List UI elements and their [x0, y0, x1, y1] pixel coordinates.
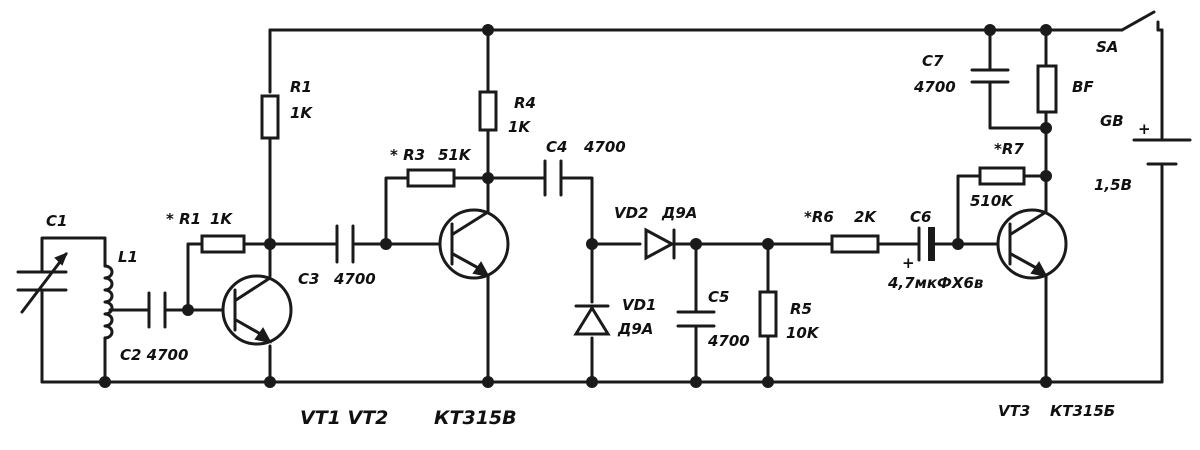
label-c2: C2 4700	[120, 346, 188, 364]
label-vt3: VT3	[998, 402, 1030, 420]
resistor-r5	[758, 290, 778, 338]
label-vd1: VD1	[622, 296, 657, 314]
capacitor-c4	[543, 159, 563, 197]
label-vt1-vt2: VT1 VT2	[300, 407, 388, 429]
label-vt3-type: КТ315Б	[1050, 402, 1115, 420]
diode-vd1	[573, 304, 611, 336]
label-r4: R4	[514, 94, 536, 112]
label-c5-value: 4700	[707, 332, 750, 350]
transistor-vt1	[221, 274, 293, 346]
label-r5: R5	[790, 300, 812, 318]
label-r6: *R6	[804, 208, 834, 226]
diode-vd2	[644, 227, 676, 261]
label-c1: C1	[46, 212, 67, 230]
transistor-vt2	[438, 208, 510, 280]
label-r7: *R7	[994, 140, 1024, 158]
label-vd1-type: Д9А	[617, 320, 653, 338]
component-labels: C1 L1 C2 4700 * R1 1K R1 1K C3 4700 * R3…	[46, 38, 1151, 429]
label-c7: C7	[922, 52, 944, 70]
earphone-bf	[1036, 64, 1058, 114]
label-r7-value: 510K	[970, 192, 1014, 210]
transistor-vt3	[996, 208, 1068, 280]
label-c6: C6	[910, 208, 931, 226]
electrolytic-capacitor-c6	[917, 226, 935, 262]
label-gb: GB	[1100, 112, 1124, 130]
label-l1: L1	[118, 248, 138, 266]
resistor-r4	[478, 90, 498, 132]
label-c5: C5	[708, 288, 729, 306]
label-c3: C3	[298, 270, 319, 288]
junction-dots	[99, 24, 1052, 388]
label-gb-plus: +	[1138, 120, 1151, 138]
resistor-r7	[978, 166, 1026, 186]
label-gb-value: 1,5В	[1094, 176, 1132, 194]
label-c4: C4	[546, 138, 567, 156]
label-r1-base-value: 1K	[210, 210, 233, 228]
label-c7-value: 4700	[913, 78, 956, 96]
label-sa: SA	[1096, 38, 1118, 56]
label-r3: * R3	[390, 146, 425, 164]
label-r1: R1	[290, 78, 312, 96]
battery-gb	[1132, 138, 1192, 166]
label-bf: BF	[1072, 78, 1094, 96]
label-r4-value: 1K	[508, 118, 531, 136]
capacitor-c7	[970, 68, 1010, 84]
label-vd2-type: Д9А	[661, 204, 697, 222]
resistor-r6	[830, 234, 880, 254]
label-c6-value: 4,7мкФХ6в	[887, 274, 983, 292]
inductor-l1	[103, 264, 114, 340]
resistor-r1	[260, 94, 280, 140]
label-r6-value: 2K	[854, 208, 877, 226]
resistor-r3	[406, 168, 456, 188]
capacitor-c2	[147, 291, 167, 329]
label-r3-value: 51K	[438, 146, 472, 164]
label-vd2: VD2	[614, 204, 649, 222]
resistor-r1-base	[200, 234, 246, 254]
label-c4-value: 4700	[583, 138, 626, 156]
capacitor-c3	[335, 224, 355, 264]
capacitor-c5	[676, 310, 716, 328]
label-c6-plus: +	[902, 254, 915, 272]
label-r5-value: 10K	[786, 324, 820, 342]
label-r1-value: 1K	[290, 104, 313, 122]
label-c3-value: 4700	[333, 270, 376, 288]
label-vt1-vt2-type: КТ315В	[434, 407, 517, 429]
variable-capacitor-c1	[16, 252, 68, 314]
switch-sa	[1120, 10, 1160, 32]
label-r1-base: * R1	[166, 210, 201, 228]
